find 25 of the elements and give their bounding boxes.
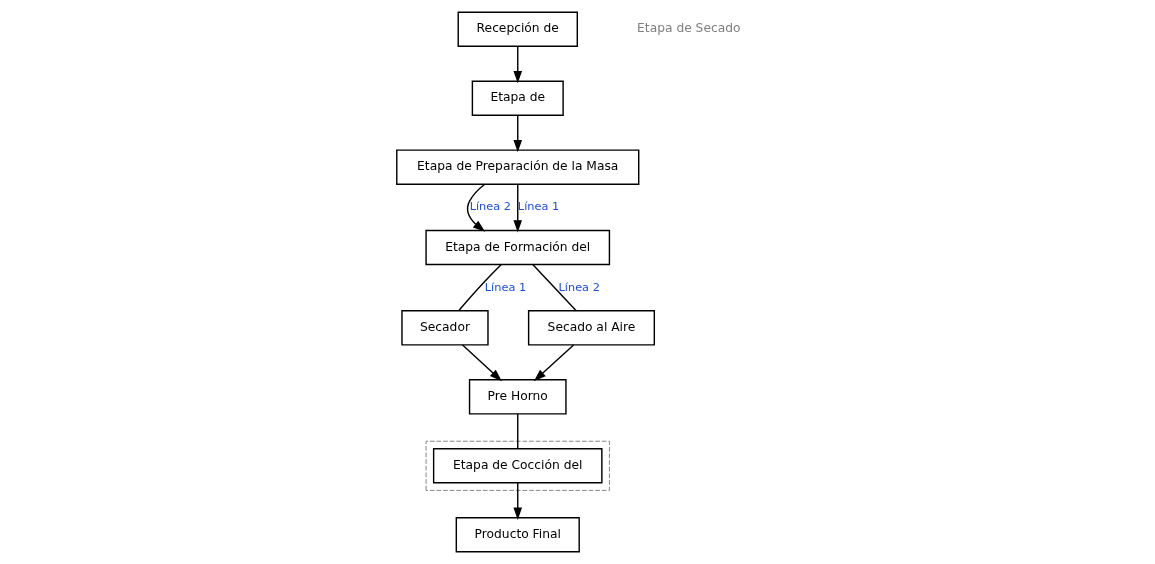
- node-box: Producto Final: [455, 517, 580, 553]
- arrow: [512, 183, 522, 233]
- arrow: [461, 344, 502, 382]
- node-box: Etapa de Formación del: [424, 229, 610, 266]
- arrow: [512, 482, 522, 520]
- label: Etapa de Secado: [636, 21, 741, 36]
- connector: [457, 264, 502, 312]
- cluster: [425, 440, 610, 491]
- arrow: [512, 45, 522, 84]
- node-box: Etapa de: [471, 80, 564, 116]
- edge-label: Línea 1: [484, 279, 526, 294]
- node-box: Recepción de: [457, 11, 578, 47]
- node-box: Secado al Aire: [527, 310, 655, 346]
- node-box: Etapa de Cocción del: [432, 448, 603, 484]
- node-box: Etapa de Preparación de la Masa: [395, 149, 639, 185]
- edge-label: Línea 2: [469, 199, 511, 214]
- node-box: Pre Horno: [468, 379, 567, 415]
- connector: [516, 413, 518, 450]
- arrow: [533, 344, 574, 382]
- connector: [531, 264, 577, 312]
- edge-label: Línea 2: [558, 279, 600, 294]
- node-box: Secador: [400, 310, 489, 346]
- arrow: [512, 114, 522, 153]
- edge-label: Línea 1: [517, 199, 559, 214]
- arrow: [466, 183, 486, 232]
